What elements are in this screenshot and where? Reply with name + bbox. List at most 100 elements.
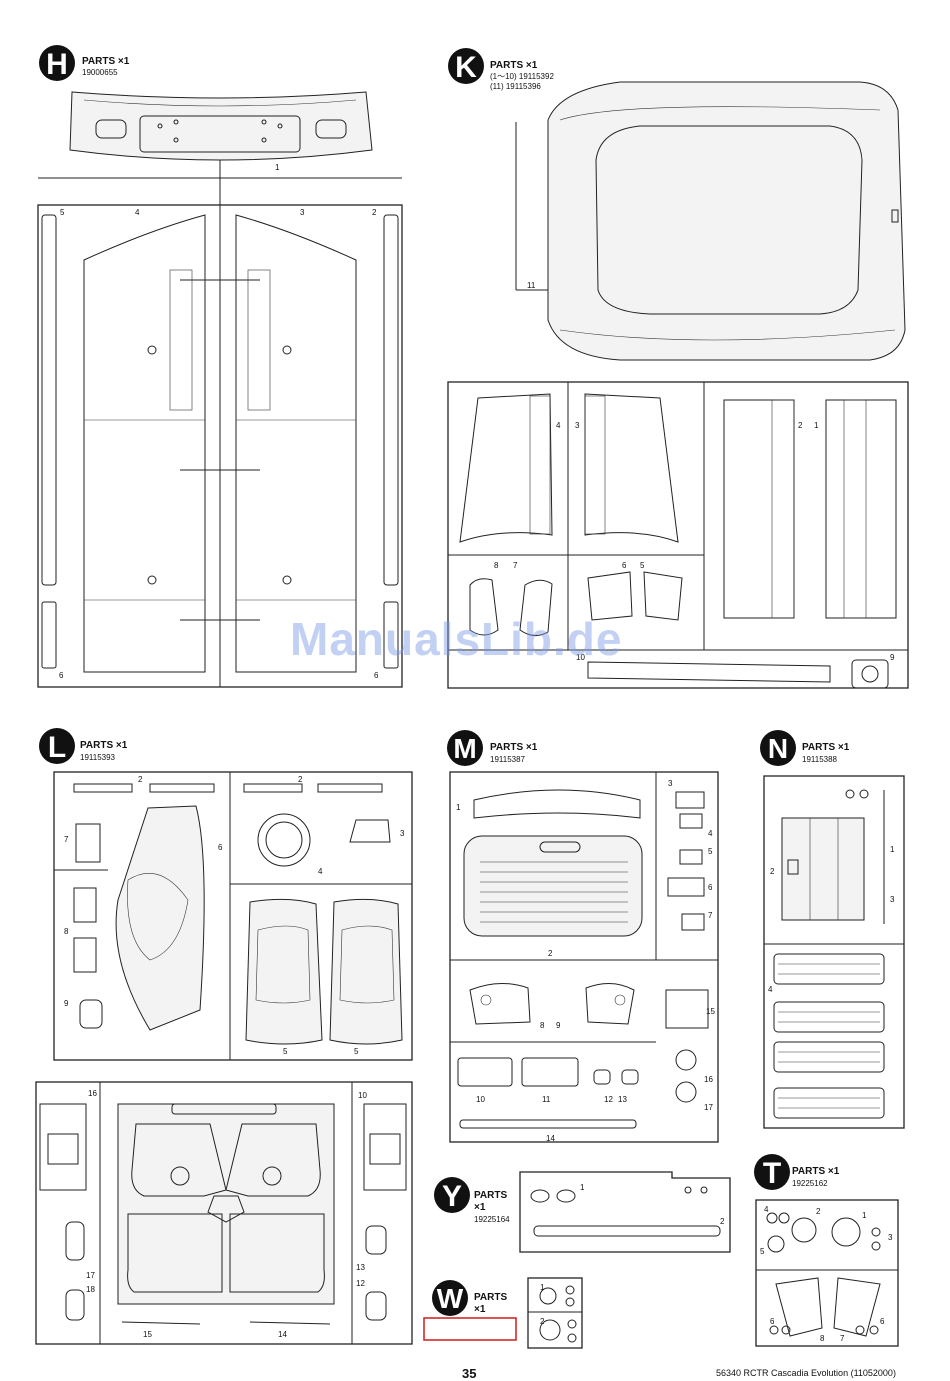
part-num-t8: 8 (820, 1334, 825, 1343)
part-num-n3: 3 (890, 895, 895, 904)
part-k8-bracket (469, 578, 499, 636)
part-num-y2: 2 (720, 1217, 725, 1226)
badge-letter-w: W (437, 1283, 464, 1314)
badge-letter-n: N (768, 733, 788, 764)
part-l17-handle (65, 1221, 85, 1261)
part-num-m15: 15 (706, 1007, 715, 1016)
parts-label-y: PARTS (474, 1190, 507, 1201)
part-m17 (675, 1081, 697, 1103)
parts-code-h: 19000655 (82, 68, 118, 77)
part-h3-skirt (235, 214, 357, 673)
part-num-l6: 6 (218, 843, 223, 852)
part-h5-strip (41, 214, 57, 586)
part-l18-handle (65, 1289, 85, 1321)
part-num-k6: 6 (622, 561, 627, 570)
part-m15 (665, 989, 709, 1029)
part-num-l2-a: 2 (138, 775, 143, 784)
badge-letter-y: Y (442, 1180, 462, 1213)
part-num-l12: 12 (356, 1279, 365, 1288)
section-k: K PARTS ×1 (1〜10) 19115392 (11) 19115396… (447, 48, 909, 689)
part-l8-block-b (73, 937, 97, 973)
part-num-l3: 3 (400, 829, 405, 838)
part-num-h6-left: 6 (59, 671, 64, 680)
footer-title: 56340 RCTR Cascadia Evolution (11052000) (716, 1368, 896, 1378)
part-num-m12: 12 (604, 1095, 613, 1104)
part-num-k9: 9 (890, 653, 895, 662)
section-m: M PARTS ×1 19115387 (447, 730, 719, 1143)
part-l6-dashboard (115, 805, 205, 1031)
badge-h (39, 45, 75, 81)
part-l18-floor (117, 1103, 335, 1305)
part-m11 (521, 1057, 579, 1087)
code-highlight-box (423, 1317, 517, 1341)
part-num-t6-b: 6 (880, 1317, 885, 1326)
part-m12 (593, 1069, 611, 1085)
badge-n (760, 730, 796, 766)
part-y1-lens-b (556, 1189, 576, 1203)
part-m2-grille (463, 835, 643, 937)
part-num-l18: 18 (86, 1285, 95, 1294)
parts-code-t: 19225162 (792, 1179, 828, 1188)
parts-label-k: PARTS ×1 (490, 60, 538, 71)
part-t1 (831, 1217, 861, 1247)
part-num-m9: 9 (556, 1021, 561, 1030)
part-k10-strip (587, 661, 831, 683)
part-m5 (679, 849, 703, 865)
part-h6-clip-left (41, 601, 57, 669)
part-t7-reflector (775, 1277, 823, 1337)
part-l3-bracket (349, 819, 391, 843)
part-num-w1: 1 (540, 1283, 545, 1292)
part-k6-mirror (587, 571, 633, 621)
page-number: 35 (462, 1366, 477, 1381)
part-w2-lens (539, 1319, 561, 1341)
part-num-m14: 14 (546, 1134, 555, 1143)
part-h2-strip (383, 214, 399, 586)
part-m3 (675, 791, 705, 809)
sprue-frame-l-lower (35, 1081, 413, 1345)
part-num-k8: 8 (494, 561, 499, 570)
section-h: H PARTS ×1 19000655 1 (37, 45, 403, 688)
part-m6 (667, 877, 705, 897)
part-num-t5: 5 (760, 1247, 765, 1256)
part-num-t1: 1 (862, 1211, 867, 1220)
part-num-n1: 1 (890, 845, 895, 854)
part-m4 (679, 813, 703, 829)
sprue-frame-l-upper (53, 771, 413, 1061)
part-m10 (457, 1057, 513, 1087)
sprue-frame-w (527, 1277, 583, 1349)
part-k11-roof (547, 81, 906, 361)
part-m14-rail (459, 1119, 637, 1129)
part-num-m7: 7 (708, 911, 713, 920)
section-t: T PARTS ×1 19225162 4 5 2 1 3 6 6 8 7 (754, 1154, 899, 1347)
badge-letter-m: M (453, 733, 476, 764)
sprue-frame-k (447, 381, 909, 689)
part-num-l14: 14 (278, 1330, 287, 1339)
part-num-h3: 3 (300, 208, 305, 217)
part-k9-cap (851, 659, 889, 689)
section-n: N PARTS ×1 19115388 1 2 3 4 (760, 730, 905, 1129)
badge-letter-k: K (455, 51, 477, 84)
part-l16-panel (39, 1103, 87, 1191)
part-num-m4: 4 (708, 829, 713, 838)
part-num-h2: 2 (372, 208, 377, 217)
part-num-k10: 10 (576, 653, 585, 662)
parts-label-l: PARTS ×1 (80, 740, 128, 751)
part-num-m17: 17 (704, 1103, 713, 1112)
part-num-n4: 4 (768, 985, 773, 994)
sprue-frame-m (449, 771, 719, 1143)
part-num-m3: 3 (668, 779, 673, 788)
part-t5 (767, 1235, 785, 1253)
parts-code-k-2: (11) 19115396 (490, 82, 541, 91)
parts-qty-w: ×1 (474, 1304, 486, 1315)
part-t8-reflector (833, 1277, 881, 1337)
part-k2-bar (723, 399, 795, 619)
sprue-frame-n (763, 775, 905, 1129)
part-n4-grilles (773, 953, 885, 1119)
part-num-k2: 2 (798, 421, 803, 430)
parts-code-y: 19225164 (474, 1215, 510, 1224)
part-num-m11: 11 (542, 1095, 551, 1104)
part-n2-panel (781, 817, 865, 921)
sprue-frame-t (755, 1199, 899, 1347)
part-num-l17: 17 (86, 1271, 95, 1280)
